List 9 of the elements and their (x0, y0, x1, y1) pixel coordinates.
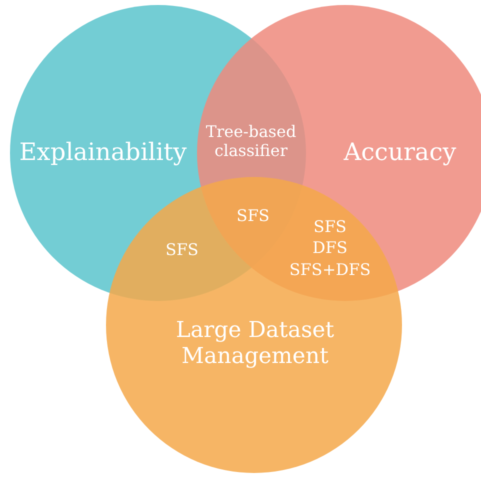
overlap-label: SFS (236, 206, 270, 226)
circle-label: Accuracy (342, 138, 458, 167)
overlap-label: SFS (313, 217, 347, 236)
overlap-label: SFS+DFS (289, 260, 371, 280)
circle-label: Explainability (18, 138, 188, 167)
overlap-label: DFS (312, 238, 348, 258)
overlap-label: Tree-based classifier (204, 122, 298, 160)
circle-label: Large Dataset Management (174, 318, 336, 371)
overlap-label: SFS (165, 240, 199, 260)
